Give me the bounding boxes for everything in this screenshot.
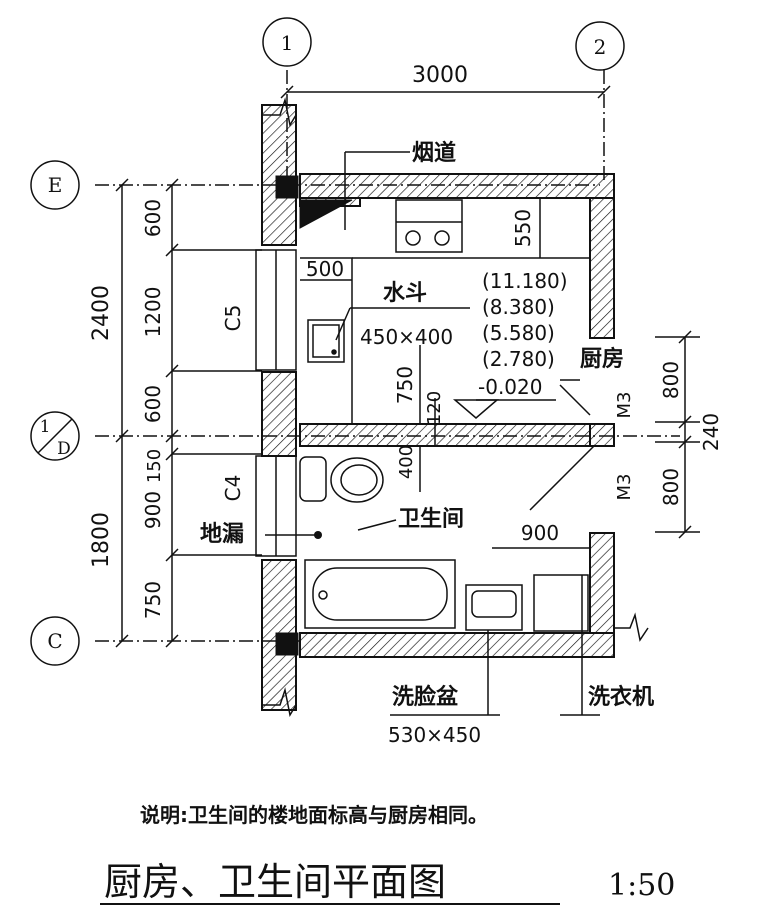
flue-duct (299, 199, 353, 229)
label-window-c4: C4 (221, 475, 245, 502)
dim-900: 900 (141, 491, 165, 529)
label-elev-1: (11.180) (482, 269, 568, 293)
axis-label-1: 1 (281, 31, 294, 55)
label-window-c5: C5 (221, 305, 245, 332)
toilet-bowl (330, 457, 384, 503)
dim-750: 750 (141, 581, 165, 619)
label-elev-2: (8.380) (482, 295, 555, 319)
dim-600a: 600 (141, 199, 165, 237)
dim-500: 500 (306, 257, 344, 281)
dim-750-kitchen: 750 (393, 366, 417, 404)
label-elev-3: (5.580) (482, 321, 555, 345)
label-flue: 烟道 (412, 140, 456, 166)
floor-drain (314, 531, 322, 539)
label-basin: 洗脸盆 (392, 684, 459, 710)
elevation-marker (452, 399, 500, 419)
corner-column (275, 632, 299, 656)
label-elev-4: (2.780) (482, 347, 555, 371)
label-washer: 洗衣机 (588, 684, 654, 710)
drawing-scale: 1:50 (608, 868, 675, 903)
dim-400: 400 (396, 445, 417, 479)
dim-900b: 900 (521, 521, 559, 545)
dim-120: 120 (424, 391, 445, 425)
toilet-tank (299, 456, 327, 502)
label-door-m3b: M3 (614, 474, 635, 501)
walls (261, 104, 615, 711)
axis-bubble-C (30, 616, 80, 666)
stove (395, 199, 463, 253)
bathtub (304, 559, 456, 629)
drawing-title: 厨房、卫生间平面图 (104, 860, 446, 904)
flue-column (275, 175, 299, 199)
sink (307, 319, 345, 363)
label-basin-size: 530×450 (388, 723, 481, 747)
dim-800a: 800 (659, 361, 683, 399)
label-bathroom: 卫生间 (398, 507, 464, 532)
axis-bubble-E (30, 160, 80, 210)
label-elev-base: -0.020 (478, 375, 542, 399)
label-drain: 地漏 (200, 521, 244, 547)
axis-bubble-D (30, 411, 80, 461)
axis-label-E: E (48, 173, 63, 197)
dim-2400: 2400 (89, 285, 114, 341)
axis-label-2: 2 (594, 35, 607, 59)
dim-1800: 1800 (89, 512, 114, 568)
label-sink-size: 450×400 (360, 325, 453, 349)
wash-basin (465, 584, 523, 631)
dim-1200: 1200 (141, 287, 165, 338)
axis-bubble-2 (575, 21, 625, 71)
dim-550: 550 (511, 209, 535, 247)
label-kitchen: 厨房 (580, 346, 624, 372)
dim-3000: 3000 (412, 63, 468, 88)
axis-label-C: C (47, 629, 62, 653)
dim-800b: 800 (659, 468, 683, 506)
dim-600b: 600 (141, 385, 165, 423)
dim-150: 150 (144, 449, 165, 483)
axis-bubble-1 (262, 17, 312, 67)
label-sink: 水斗 (383, 281, 427, 306)
dim-240: 240 (699, 413, 723, 451)
axis-label-D-num: 1 (40, 417, 51, 437)
washing-machine (533, 574, 589, 632)
axis-label-D-letter: D (57, 439, 71, 459)
label-door-m3a: M3 (614, 392, 635, 419)
drawing-note: 说明:卫生间的楼地面标高与厨房相同。 (140, 803, 488, 827)
